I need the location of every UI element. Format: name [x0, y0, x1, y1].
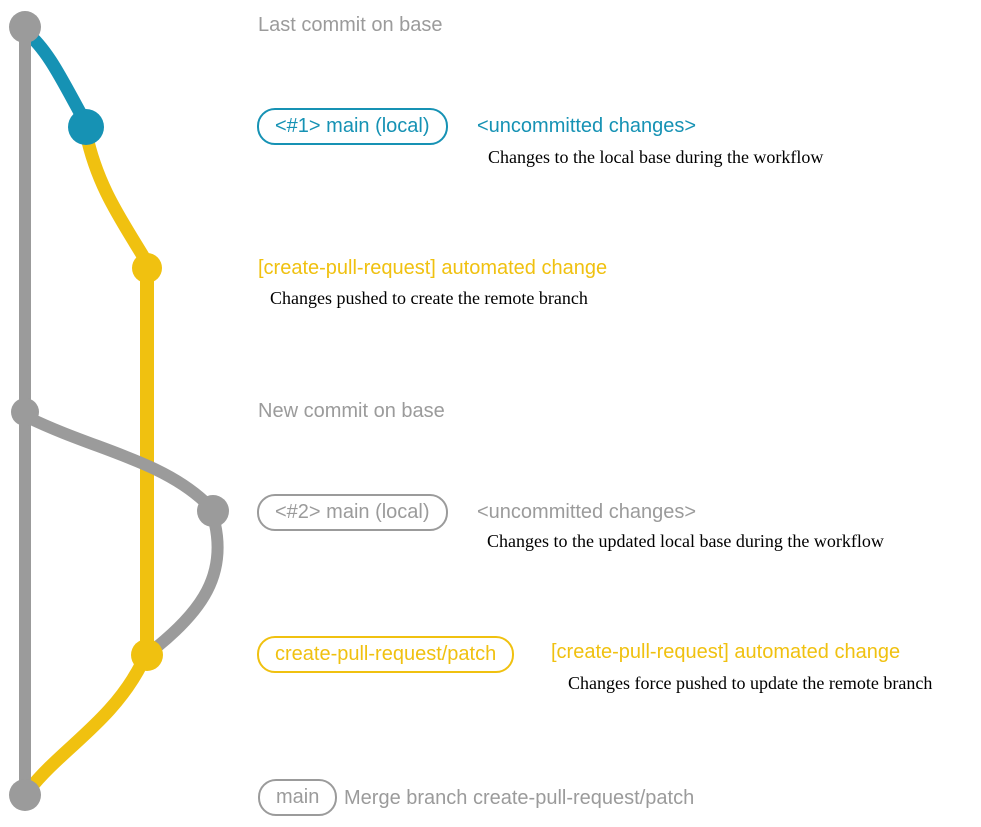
remote-branch-merge-curve	[22, 656, 149, 797]
desc-local-base-changes: Changes to the local base during the wor…	[488, 147, 824, 167]
local-main-1-curve	[19, 25, 90, 125]
commit-dot-local-main-1	[68, 109, 104, 145]
commit-msg-automated-2: [create-pull-request] automated change	[551, 641, 901, 663]
status-uncommitted-1: <uncommitted changes>	[477, 115, 697, 137]
branch-badge-local-main-1: <#1> main (local)	[257, 108, 448, 145]
desc-push-create: Changes pushed to create the remote bran…	[270, 288, 588, 308]
local-main-2-out-curve	[21, 411, 211, 508]
commit-dot-automated-1	[132, 253, 162, 283]
desc-updated-local-base-changes: Changes to the updated local base during…	[487, 531, 884, 551]
last-commit-label: Last commit on base	[258, 14, 443, 36]
branch-badge-main: main	[258, 779, 338, 816]
commit-dot-automated-2	[131, 639, 163, 671]
branch-badge-local-main-2: <#2> main (local)	[257, 494, 448, 531]
remote-branch-create-curve	[79, 126, 150, 263]
commit-dot-last-base	[9, 11, 41, 43]
commit-dot-local-main-2	[197, 495, 229, 527]
branch-badge-patch: create-pull-request/patch	[257, 636, 515, 673]
status-uncommitted-2: <uncommitted changes>	[477, 501, 697, 523]
commit-msg-merge: Merge branch create-pull-request/patch	[344, 787, 695, 809]
desc-force-push-update: Changes force pushed to update the remot…	[568, 673, 933, 693]
local-main-2-in-curve	[152, 518, 224, 652]
new-commit-label: New commit on base	[258, 400, 445, 422]
commit-msg-automated-1: [create-pull-request] automated change	[258, 257, 608, 279]
commit-dot-new-base	[11, 398, 39, 426]
commit-dot-merge	[9, 779, 41, 811]
